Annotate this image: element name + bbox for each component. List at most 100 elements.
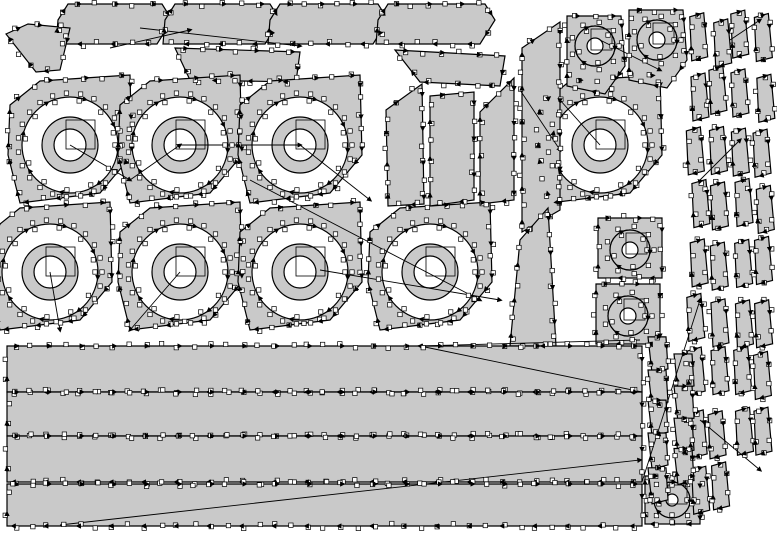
mid-right-1-inner-hole: [619, 307, 637, 325]
square-marker-icon: [761, 450, 767, 456]
square-marker-icon: [289, 196, 295, 202]
arrow-icon: [288, 316, 297, 323]
square-marker-icon: [555, 163, 561, 169]
square-marker-icon: [7, 302, 13, 308]
square-marker-icon: [751, 272, 757, 278]
square-marker-icon: [383, 39, 389, 45]
square-marker-icon: [355, 112, 362, 118]
square-marker-icon: [384, 165, 390, 171]
square-marker-icon: [290, 40, 296, 47]
square-marker-icon: [326, 39, 333, 45]
square-marker-icon: [538, 213, 544, 219]
arrow-icon: [692, 346, 699, 352]
square-marker-icon: [6, 401, 12, 407]
square-marker-icon: [368, 0, 374, 5]
square-marker-icon: [342, 142, 348, 148]
square-marker-icon: [515, 283, 521, 289]
square-marker-icon: [160, 522, 166, 528]
square-marker-icon: [636, 8, 642, 14]
square-marker-icon: [745, 185, 751, 191]
square-marker-icon: [462, 199, 468, 205]
square-marker-icon: [681, 48, 687, 54]
square-marker-icon: [157, 435, 163, 441]
square-marker-icon: [257, 328, 263, 334]
arrow-icon: [692, 293, 699, 299]
square-marker-icon: [312, 74, 318, 80]
square-marker-icon: [275, 42, 281, 48]
square-marker-icon: [232, 78, 238, 84]
square-marker-icon: [341, 115, 347, 121]
square-marker-icon: [753, 248, 759, 254]
square-marker-icon: [682, 385, 688, 392]
square-marker-icon: [726, 49, 732, 55]
right-column-part-22: [734, 299, 755, 349]
square-marker-icon: [92, 269, 98, 275]
square-marker-icon: [732, 253, 739, 259]
square-marker-icon: [580, 22, 586, 28]
arrow-icon: [716, 346, 723, 352]
square-marker-icon: [238, 387, 244, 393]
square-marker-icon: [744, 17, 750, 23]
square-marker-icon: [245, 276, 252, 282]
square-marker-icon: [294, 74, 300, 81]
square-marker-icon: [449, 388, 455, 394]
square-marker-icon: [735, 312, 741, 318]
square-marker-icon: [328, 236, 334, 242]
arrow-icon: [8, 36, 14, 43]
square-marker-icon: [226, 389, 232, 395]
square-marker-icon: [765, 161, 771, 167]
arrow-icon: [15, 26, 22, 32]
square-marker-icon: [572, 85, 578, 91]
square-marker-icon: [30, 524, 36, 530]
square-marker-icon: [548, 247, 554, 253]
square-marker-icon: [432, 39, 438, 45]
square-marker-icon: [680, 32, 686, 38]
square-marker-icon: [291, 433, 297, 439]
arrow-icon: [28, 61, 34, 68]
square-marker-icon: [696, 390, 702, 396]
square-marker-icon: [256, 482, 262, 488]
square-marker-icon: [710, 31, 716, 37]
square-marker-icon: [642, 142, 648, 148]
square-marker-icon: [769, 46, 775, 52]
square-marker-icon: [15, 135, 22, 141]
arrow-icon: [152, 101, 160, 107]
square-marker-icon: [670, 9, 676, 15]
square-marker-icon: [767, 418, 773, 424]
right-column-part-5: [708, 65, 728, 116]
square-marker-icon: [242, 175, 248, 181]
square-marker-icon: [545, 135, 552, 141]
square-marker-icon: [649, 279, 655, 285]
square-marker-icon: [764, 137, 770, 143]
arrow-icon: [137, 295, 144, 303]
square-marker-icon: [733, 443, 739, 450]
square-marker-icon: [637, 353, 643, 359]
square-marker-icon: [619, 281, 625, 287]
square-marker-icon: [115, 126, 121, 132]
square-marker-icon: [221, 169, 227, 175]
arrow-icon: [402, 228, 410, 234]
square-marker-icon: [740, 176, 746, 182]
square-marker-icon: [82, 307, 89, 313]
square-marker-icon: [669, 512, 675, 518]
square-marker-icon: [562, 114, 568, 120]
square-marker-icon: [566, 72, 572, 78]
mid-right-0-inner-hole: [621, 241, 639, 259]
square-marker-icon: [417, 431, 424, 437]
square-marker-icon: [321, 223, 327, 229]
square-marker-icon: [366, 256, 372, 262]
square-marker-icon: [397, 55, 403, 61]
square-marker-icon: [44, 204, 50, 210]
square-marker-icon: [723, 210, 729, 216]
square-marker-icon: [769, 191, 775, 197]
square-marker-icon: [271, 179, 277, 185]
square-marker-icon: [706, 81, 712, 87]
arrow-icon: [679, 64, 685, 71]
square-marker-icon: [141, 525, 147, 531]
square-marker-icon: [269, 8, 276, 14]
right-column-part-11: [752, 128, 772, 178]
square-marker-icon: [442, 1, 448, 7]
arrow-icon: [38, 316, 47, 323]
right-column-part-23: [754, 298, 774, 349]
square-marker-icon: [221, 296, 227, 302]
